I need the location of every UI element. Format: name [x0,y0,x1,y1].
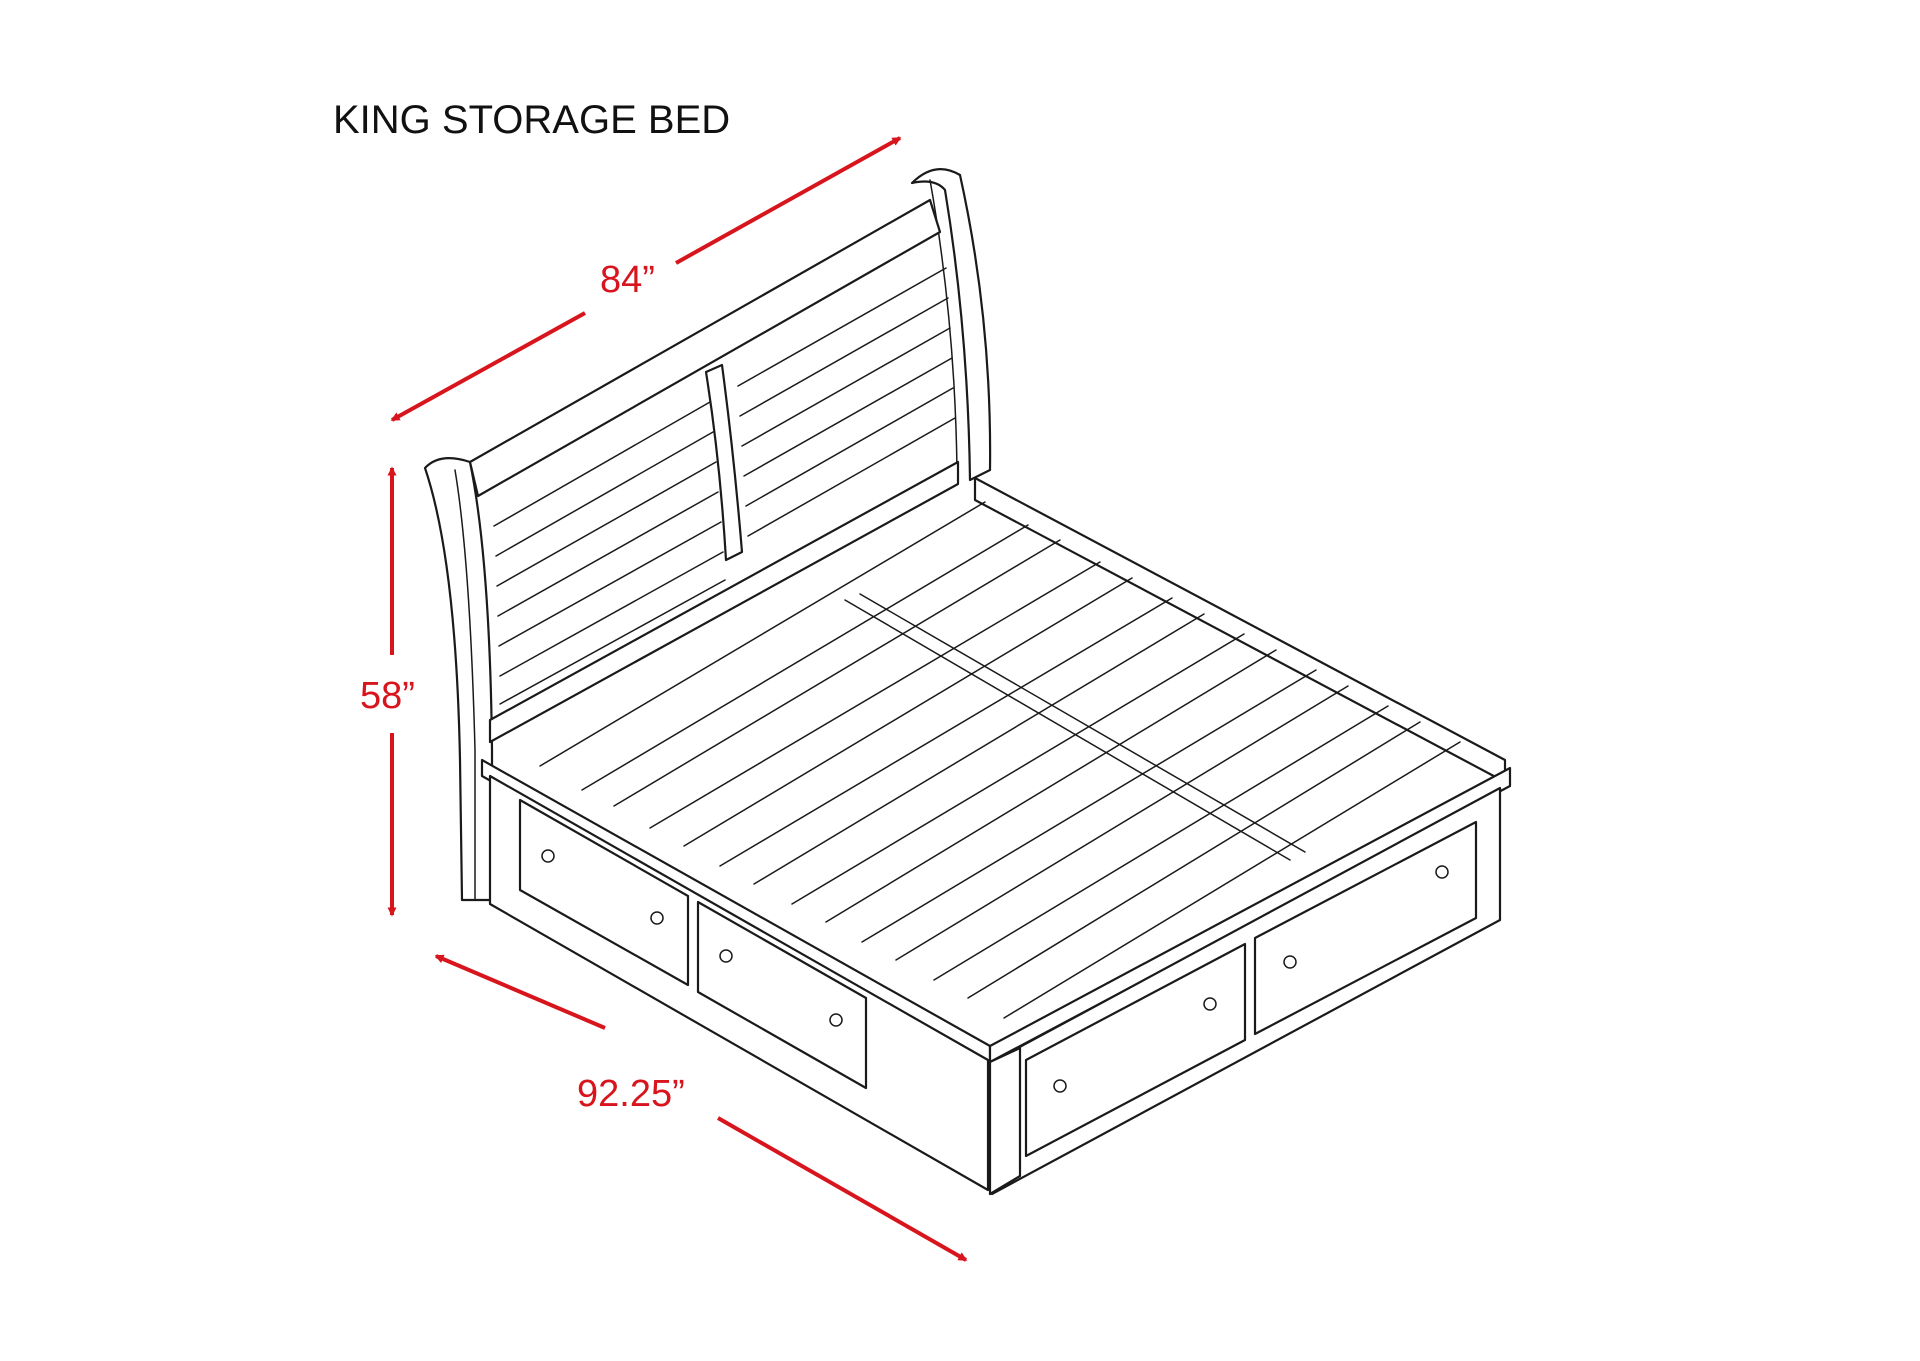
headboard-left-post [423,457,494,902]
dimension-length: 92.25” [434,954,968,1262]
headboard-right-post [910,167,992,482]
headboard [423,167,992,902]
width-label: 84” [600,259,655,301]
left-drawer-1 [518,798,690,987]
height-label: 58” [360,675,415,717]
foot-end [988,766,1512,1196]
right-side-rail [973,476,1507,784]
dimension-height: 58” [360,466,415,917]
dimension-width: 84” [390,136,902,422]
left-drawer-2 [696,900,868,1090]
foot-drawer-2 [1253,820,1478,1036]
diagram-title: KING STORAGE BED [333,98,730,142]
length-label: 92.25” [577,1073,685,1115]
left-storage-side [480,758,992,1192]
foot-drawer-1 [1024,942,1247,1158]
slat-platform [539,501,1461,1019]
